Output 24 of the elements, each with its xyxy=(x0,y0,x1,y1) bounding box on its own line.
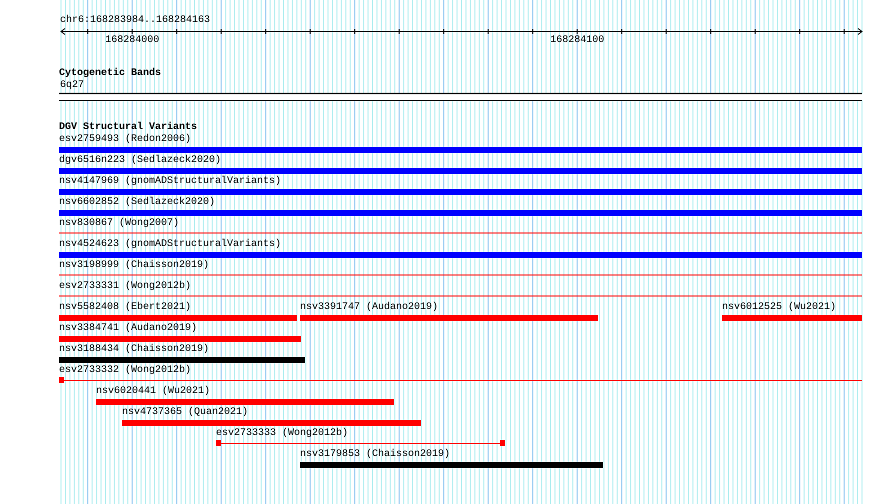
feature-label: nsv3179853 (Chaisson2019) xyxy=(300,449,450,461)
feature-label: esv2733331 (Wong2012b) xyxy=(59,281,192,293)
feature-label: nsv3391747 (Audano2019) xyxy=(300,302,438,314)
feature-label: nsv6020441 (Wu2021) xyxy=(96,386,210,398)
feature-label: nsv3188434 (Chaisson2019) xyxy=(59,344,210,356)
location-title: chr6:168283984..168284163 xyxy=(60,15,210,27)
feature-label: nsv6602852 (Sedlazeck2020) xyxy=(59,197,216,209)
band-label: 6q27 xyxy=(60,80,84,92)
feature-label: nsv830867 (Wong2007) xyxy=(59,218,180,230)
feature-label: nsv5582408 (Ebert2021) xyxy=(59,302,192,314)
feature-label: nsv3384741 (Audano2019) xyxy=(59,323,198,335)
tick-label: 168284100 xyxy=(550,35,604,47)
feature-label: nsv4147969 (gnomADStructuralVariants) xyxy=(59,176,282,188)
feature-label: nsv4524623 (gnomADStructuralVariants) xyxy=(59,239,282,251)
feature-label: esv2733332 (Wong2012b) xyxy=(59,365,192,377)
feature-label: esv2759493 (Redon2006) xyxy=(59,134,192,146)
track-heading: DGV Structural Variants xyxy=(59,122,198,134)
feature-label: nsv3198999 (Chaisson2019) xyxy=(59,260,210,272)
feature-label: esv2733333 (Wong2012b) xyxy=(216,428,348,440)
tick-label: 168284000 xyxy=(105,35,160,47)
feature-label: nsv4737365 (Quan2021) xyxy=(122,407,248,419)
track-heading: Cytogenetic Bands xyxy=(59,68,162,80)
feature-label: dgv6516n223 (Sedlazeck2020) xyxy=(59,155,222,167)
feature-label: nsv6012525 (Wu2021) xyxy=(722,302,836,314)
